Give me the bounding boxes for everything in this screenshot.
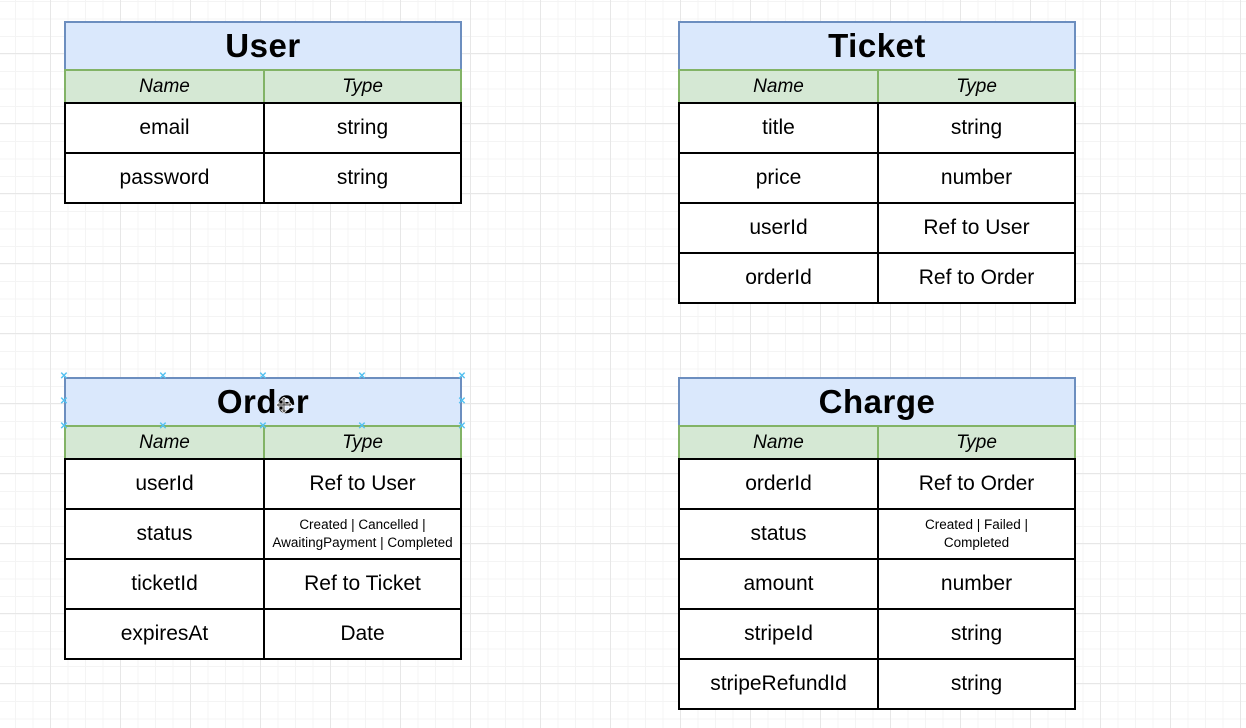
- field-type-cell[interactable]: Ref to Order: [877, 254, 1074, 302]
- table-row[interactable]: title string: [678, 102, 1076, 154]
- entity-title[interactable]: Ticket: [678, 21, 1076, 71]
- field-name-cell[interactable]: stripeId: [744, 622, 813, 645]
- field-name-cell[interactable]: ticketId: [131, 572, 198, 595]
- entity-table-user[interactable]: User Name Type email string password str…: [64, 21, 462, 204]
- table-row[interactable]: stripeId string: [678, 608, 1076, 660]
- field-name-cell[interactable]: orderId: [745, 266, 812, 289]
- selection-handle[interactable]: ✕: [59, 371, 69, 382]
- entity-header-row: Name Type: [64, 425, 462, 460]
- field-name-cell[interactable]: userId: [135, 472, 194, 495]
- table-row[interactable]: userId Ref to User: [678, 202, 1076, 254]
- entity-header-row: Name Type: [678, 69, 1076, 104]
- field-type-cell[interactable]: Created | Cancelled | AwaitingPayment | …: [263, 510, 460, 558]
- field-type-cell[interactable]: Ref to User: [877, 204, 1074, 252]
- table-row[interactable]: price number: [678, 152, 1076, 204]
- field-type-cell[interactable]: string: [263, 154, 460, 202]
- table-row[interactable]: password string: [64, 152, 462, 204]
- table-row[interactable]: email string: [64, 102, 462, 154]
- entity-table-charge[interactable]: Charge Name Type orderId Ref to Order st…: [678, 377, 1076, 710]
- selection-handle[interactable]: ✕: [357, 421, 367, 432]
- column-header-name[interactable]: Name: [139, 75, 190, 97]
- field-type-cell[interactable]: Created | Failed | Completed: [877, 510, 1074, 558]
- selection-handle[interactable]: ✕: [158, 371, 168, 382]
- entity-header-row: Name Type: [64, 69, 462, 104]
- field-name-cell[interactable]: stripeRefundId: [710, 672, 847, 695]
- entity-title[interactable]: User: [64, 21, 462, 71]
- selection-handle[interactable]: ✕: [59, 396, 69, 407]
- table-row[interactable]: orderId Ref to Order: [678, 252, 1076, 304]
- field-type-cell[interactable]: Ref to Order: [877, 460, 1074, 508]
- field-name-cell[interactable]: orderId: [745, 472, 812, 495]
- selection-handle[interactable]: ✕: [457, 421, 467, 432]
- field-name-cell[interactable]: expiresAt: [120, 622, 209, 645]
- table-row[interactable]: expiresAt Date: [64, 608, 462, 660]
- field-type-cell[interactable]: number: [877, 560, 1074, 608]
- table-row[interactable]: orderId Ref to Order: [678, 458, 1076, 510]
- column-header-type[interactable]: Type: [877, 71, 1074, 102]
- field-type-cell[interactable]: string: [877, 104, 1074, 152]
- field-name-cell[interactable]: userId: [749, 216, 808, 239]
- selection-handle[interactable]: ✕: [357, 371, 367, 382]
- field-name-cell[interactable]: price: [755, 166, 802, 189]
- table-row[interactable]: amount number: [678, 558, 1076, 610]
- field-name-cell[interactable]: status: [136, 522, 193, 545]
- field-type-cell[interactable]: Ref to Ticket: [263, 560, 460, 608]
- selection-handle[interactable]: ✕: [258, 421, 268, 432]
- selection-handle[interactable]: ✕: [158, 421, 168, 432]
- field-name-cell[interactable]: status: [750, 522, 807, 545]
- column-header-name[interactable]: Name: [139, 431, 190, 453]
- field-name-cell[interactable]: password: [119, 166, 210, 189]
- table-row[interactable]: ticketId Ref to Ticket: [64, 558, 462, 610]
- field-type-cell[interactable]: Ref to User: [263, 460, 460, 508]
- column-header-type[interactable]: Type: [877, 427, 1074, 458]
- field-type-cell[interactable]: string: [263, 104, 460, 152]
- column-header-name[interactable]: Name: [753, 431, 804, 453]
- field-type-cell[interactable]: string: [877, 660, 1074, 708]
- column-header-name[interactable]: Name: [753, 75, 804, 97]
- table-row[interactable]: userId Ref to User: [64, 458, 462, 510]
- field-name-cell[interactable]: email: [139, 116, 190, 139]
- field-type-cell[interactable]: Date: [263, 610, 460, 658]
- selection-handle[interactable]: ✕: [258, 371, 268, 382]
- entity-table-order[interactable]: Order Name Type userId Ref to User statu…: [60, 372, 466, 660]
- field-name-cell[interactable]: amount: [743, 572, 814, 595]
- entity-header-row: Name Type: [678, 425, 1076, 460]
- table-row[interactable]: status Created | Cancelled | AwaitingPay…: [64, 508, 462, 560]
- table-row[interactable]: stripeRefundId string: [678, 658, 1076, 710]
- column-header-type[interactable]: Type: [263, 427, 460, 458]
- field-type-cell[interactable]: number: [877, 154, 1074, 202]
- selection-handle[interactable]: ✕: [59, 421, 69, 432]
- field-type-cell[interactable]: string: [877, 610, 1074, 658]
- entity-title[interactable]: Charge: [678, 377, 1076, 427]
- selection-handle[interactable]: ✕: [457, 371, 467, 382]
- selection-handle[interactable]: ✕: [457, 396, 467, 407]
- entity-title[interactable]: Order: [64, 377, 462, 427]
- column-header-type[interactable]: Type: [263, 71, 460, 102]
- entity-table-ticket[interactable]: Ticket Name Type title string price numb…: [678, 21, 1076, 304]
- table-row[interactable]: status Created | Failed | Completed: [678, 508, 1076, 560]
- field-name-cell[interactable]: title: [762, 116, 795, 139]
